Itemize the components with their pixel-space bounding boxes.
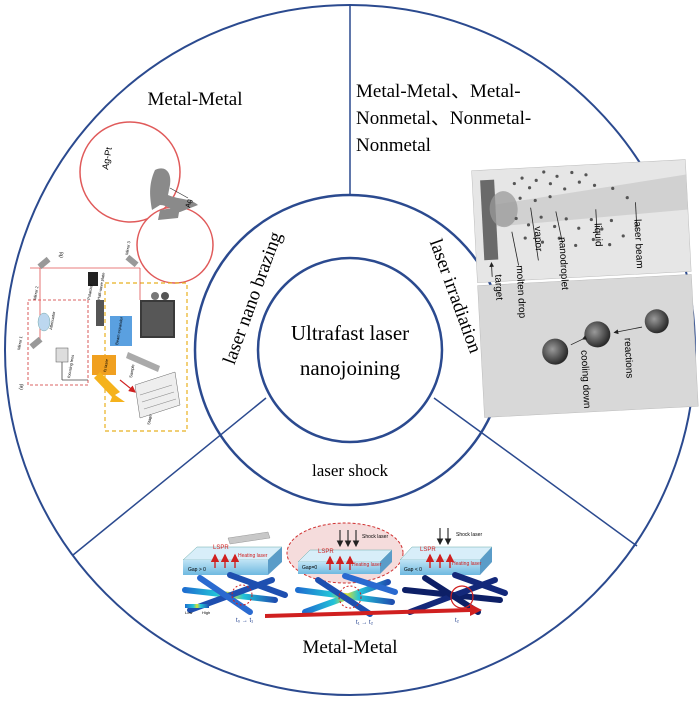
figure-shock: LSPR Heating laser Gap > 0 Shock laser L… xyxy=(182,522,508,626)
sector-title-top-right-line3: Nonmetal xyxy=(356,135,431,156)
label-cooling-down: cooling down xyxy=(578,350,592,409)
label-panel-b: (b) xyxy=(58,251,65,258)
label-laser-beam: laser beam xyxy=(631,219,645,269)
label-shock-laser-3: Shock laser xyxy=(456,532,482,538)
sector-title-bottom: Metal-Metal xyxy=(303,637,398,658)
figure-irradiation: target molten drop vapor nanodroplet liq… xyxy=(471,159,699,418)
label-mirror-1: Mirror 1 xyxy=(16,335,23,350)
label-target: target xyxy=(492,274,504,300)
figure-brazing-particles: Ag-Pt Ag (b) xyxy=(58,121,214,284)
center-title-line2: nanojoining xyxy=(300,356,401,380)
label-gap-eq: Gap=0 xyxy=(302,565,317,571)
label-stage: Stage xyxy=(146,413,153,425)
label-low: Low xyxy=(185,610,192,615)
label-gap-gt: Gap > 0 xyxy=(188,567,206,573)
label-vapor: vapor xyxy=(532,226,544,252)
label-nanodroplet: nanodroplet xyxy=(556,237,570,291)
label-heating-laser-2: Heating laser xyxy=(352,562,382,568)
ring-label-shock: laser shock xyxy=(312,461,389,480)
label-lspr-1: LSPR xyxy=(213,545,229,551)
label-sample: Sample xyxy=(128,363,135,378)
label-heating-laser-1: Heating laser xyxy=(238,553,268,559)
label-time-3: t₂ xyxy=(455,618,460,624)
label-lspr-2: LSPR xyxy=(318,549,334,555)
label-shock-laser-2: Shock laser xyxy=(362,534,388,540)
label-reactions: reactions xyxy=(622,338,635,379)
label-molten-drop: molten drop xyxy=(514,265,528,319)
label-ag-pt: Ag-Pt xyxy=(100,146,114,170)
label-polarizer: Polarizer xyxy=(86,283,94,300)
label-gap-lt: Gap < 0 xyxy=(404,567,422,573)
label-mirror-2: Mirror 2 xyxy=(32,285,39,300)
ring-label-brazing: laser nano brazing xyxy=(219,229,287,368)
label-mirror-3: Mirror 3 xyxy=(124,240,131,255)
label-focusing-lens: focusing lens xyxy=(66,354,75,378)
label-beam-expander: Beam expander xyxy=(114,316,124,345)
label-attenuator: Attenuator xyxy=(48,310,56,330)
label-half-wave-plate: Half-wave plate xyxy=(96,271,106,300)
label-lspr-3: LSPR xyxy=(420,547,436,553)
sector-title-top-right-line2: Nonmetal、Nonmetal- xyxy=(356,108,531,129)
label-liquid: liquid xyxy=(592,223,604,247)
label-fs-laser: fs laser xyxy=(102,358,109,372)
divider-bottom-left xyxy=(72,397,267,556)
sector-title-top-left: Metal-Metal xyxy=(148,89,243,110)
label-ag: Ag xyxy=(185,199,193,209)
label-time-1: t₀ → t₁ xyxy=(236,618,253,624)
label-heating-laser-3: Heating laser xyxy=(452,561,482,567)
label-panel-a: (a) xyxy=(18,383,25,390)
sector-title-top-right-line1: Metal-Metal、Metal- xyxy=(356,81,521,102)
inner-ring xyxy=(256,256,444,444)
label-time-2: t₁ → t₂ xyxy=(356,620,374,626)
center-title-line1: Ultrafast laser xyxy=(291,321,409,345)
figure-brazing-setup: (a) Mirror 2 Mirror 1 Mirror 3 Polarizer… xyxy=(16,240,188,432)
label-high: High xyxy=(202,610,210,615)
divider-bottom-right xyxy=(433,397,638,547)
